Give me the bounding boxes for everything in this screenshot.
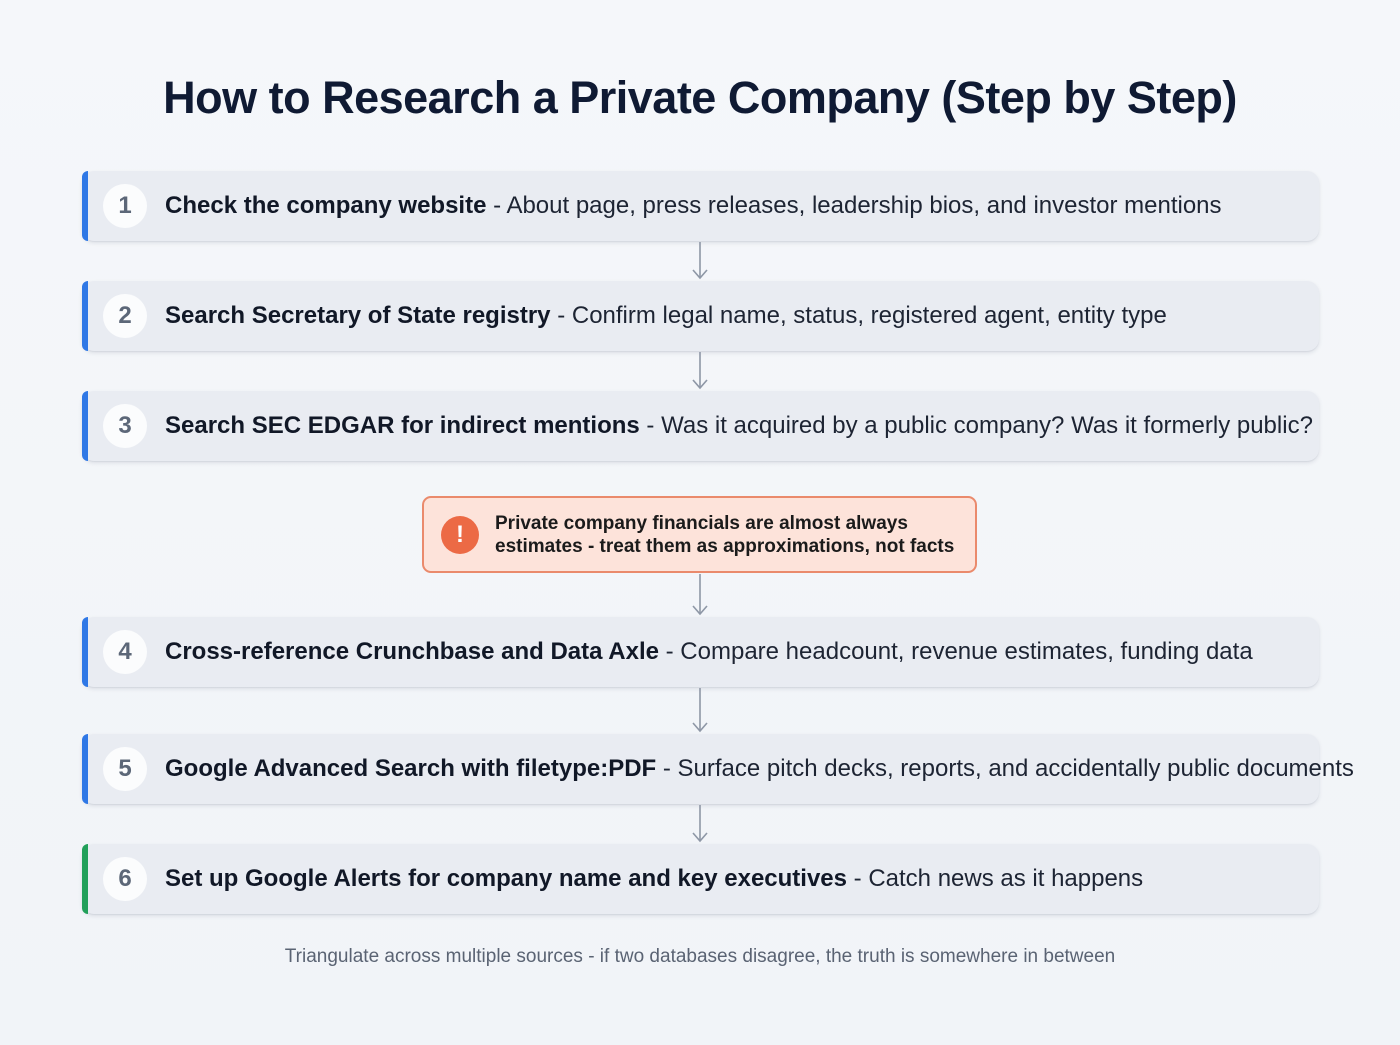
accent-bar bbox=[82, 391, 88, 461]
step-text: Check the company website - About page, … bbox=[165, 192, 1222, 220]
arrow-down-icon bbox=[692, 688, 708, 733]
step-text: Search Secretary of State registry - Con… bbox=[165, 302, 1167, 330]
accent-bar bbox=[82, 734, 88, 804]
arrow-down-icon bbox=[692, 574, 708, 616]
arrow-down-icon bbox=[692, 805, 708, 843]
step-number: 3 bbox=[103, 404, 147, 448]
accent-bar bbox=[82, 844, 88, 914]
step-detail: - Compare headcount, revenue estimates, … bbox=[658, 638, 1253, 665]
step-number: 1 bbox=[103, 184, 147, 228]
step-5: 5 Google Advanced Search with filetype:P… bbox=[82, 734, 1354, 804]
step-text: Set up Google Alerts for company name an… bbox=[165, 865, 1143, 893]
step-heading: Search Secretary of State registry bbox=[165, 302, 551, 329]
step-text: Search SEC EDGAR for indirect mentions -… bbox=[165, 412, 1313, 440]
step-1: 1 Check the company website - About page… bbox=[82, 171, 1319, 241]
step-detail: - About page, press releases, leadership… bbox=[486, 192, 1222, 219]
step-3: 3 Search SEC EDGAR for indirect mentions… bbox=[82, 391, 1319, 461]
accent-bar bbox=[82, 617, 88, 687]
exclamation-icon: ! bbox=[441, 515, 479, 554]
step-heading: Set up Google Alerts for company name an… bbox=[165, 865, 847, 892]
step-number: 5 bbox=[103, 747, 147, 791]
step-detail: - Catch news as it happens bbox=[847, 865, 1144, 892]
step-4: 4 Cross-reference Crunchbase and Data Ax… bbox=[82, 617, 1319, 687]
warning-line-1: Private company financials are almost al… bbox=[495, 512, 908, 534]
accent-bar bbox=[82, 171, 88, 241]
arrow-down-icon bbox=[692, 242, 708, 280]
step-detail: - Confirm legal name, status, registered… bbox=[550, 302, 1167, 329]
step-number: 2 bbox=[103, 294, 147, 338]
step-heading: Google Advanced Search with filetype:PDF bbox=[165, 755, 657, 782]
step-heading: Check the company website bbox=[165, 192, 487, 219]
step-detail: - Surface pitch decks, reports, and acci… bbox=[656, 755, 1354, 782]
warning-text: Private company financials are almost al… bbox=[495, 512, 954, 558]
warning-line-2: estimates - treat them as approximations… bbox=[495, 535, 955, 557]
arrow-down-icon bbox=[692, 352, 708, 390]
page-title: How to Research a Private Company (Step … bbox=[163, 72, 1237, 123]
step-detail: - Was it acquired by a public company? W… bbox=[639, 412, 1313, 439]
warning-callout: ! Private company financials are almost … bbox=[422, 496, 977, 573]
step-number: 4 bbox=[103, 630, 147, 674]
step-text: Google Advanced Search with filetype:PDF… bbox=[165, 755, 1354, 783]
step-6: 6 Set up Google Alerts for company name … bbox=[82, 844, 1319, 914]
footer-note: Triangulate across multiple sources - if… bbox=[284, 946, 1116, 967]
step-heading: Search SEC EDGAR for indirect mentions bbox=[165, 412, 640, 439]
step-number: 6 bbox=[103, 857, 147, 901]
step-heading: Cross-reference Crunchbase and Data Axle bbox=[165, 638, 659, 665]
accent-bar bbox=[82, 281, 88, 351]
step-text: Cross-reference Crunchbase and Data Axle… bbox=[165, 638, 1253, 666]
step-2: 2 Search Secretary of State registry - C… bbox=[82, 281, 1319, 351]
